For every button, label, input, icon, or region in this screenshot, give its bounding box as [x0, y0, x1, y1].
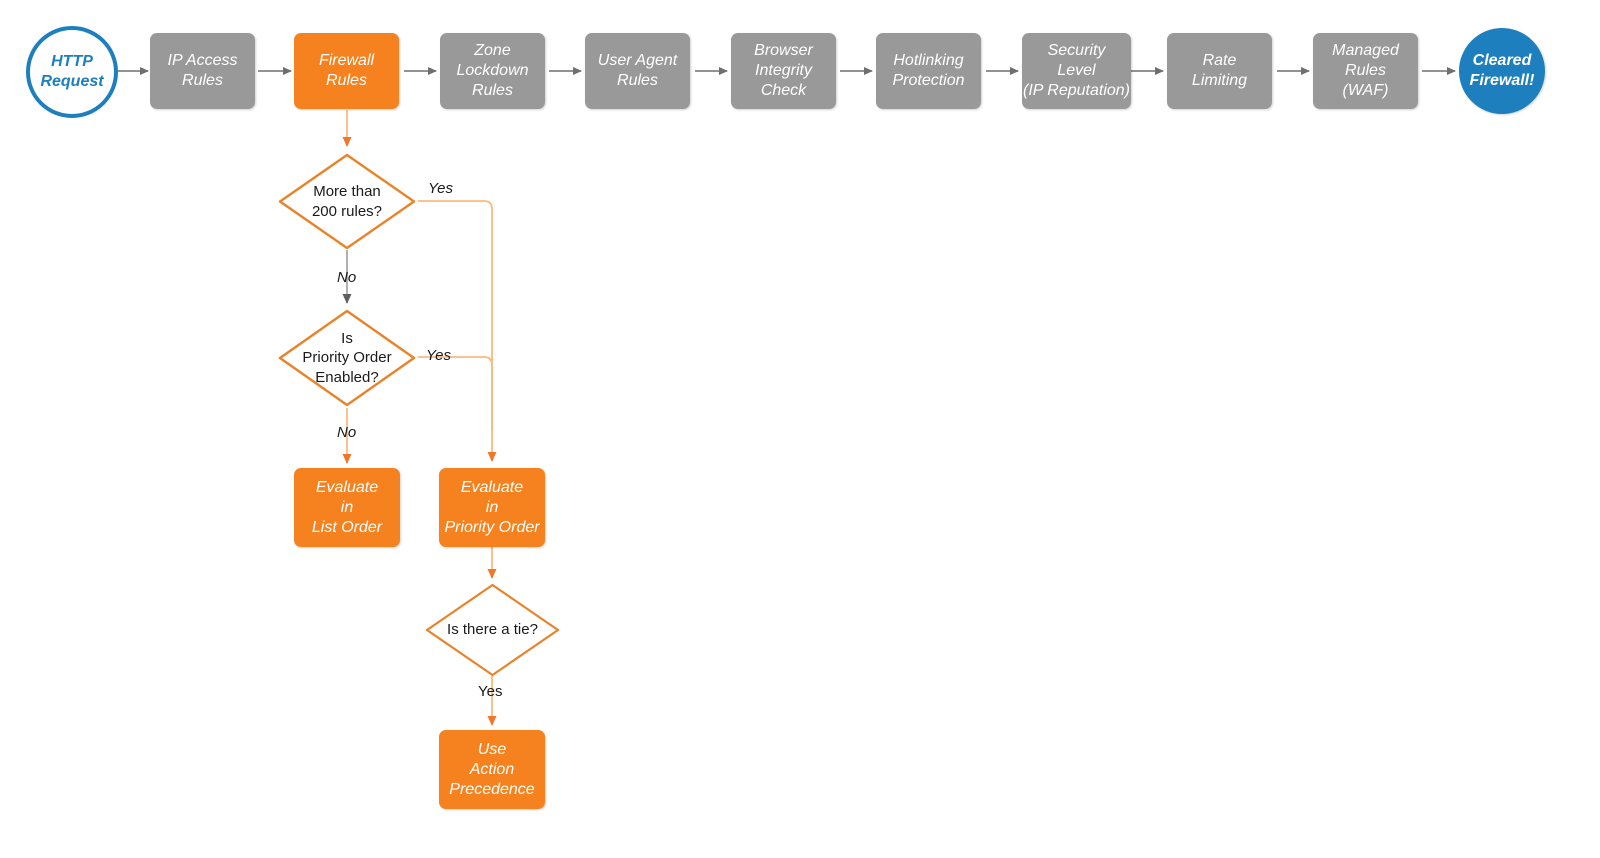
edge-decision2-yes: [418, 356, 493, 430]
decision-label: More than 200 rules?: [311, 183, 383, 220]
node-zone-lockdown-rules[interactable]: Zone Lockdown Rules: [440, 33, 545, 109]
node-managed-rules-waf[interactable]: Managed Rules (WAF): [1313, 33, 1418, 109]
diamond-shape-icon: [425, 583, 560, 677]
node-is-priority-order-enabled[interactable]: Is Priority Order Enabled?: [277, 308, 417, 408]
decision-label: Is Priority Order Enabled?: [302, 329, 392, 386]
edge-label-more-rules-yes: Yes: [428, 180, 454, 197]
node-evaluate-in-list-order[interactable]: Evaluate in List Order: [294, 468, 400, 547]
node-cleared-firewall[interactable]: Cleared Firewall!: [1459, 28, 1545, 114]
node-evaluate-in-priority-order[interactable]: Evaluate in Priority Order: [439, 468, 545, 547]
edge-label-priority-yes: Yes: [426, 347, 452, 364]
node-firewall-rules[interactable]: Firewall Rules: [294, 33, 399, 109]
diamond-shape-icon: [278, 309, 416, 407]
decision-label: Is there a tie?: [447, 621, 538, 639]
node-browser-integrity-check[interactable]: Browser Integrity Check: [731, 33, 836, 109]
edge-label-tie-yes: Yes: [478, 683, 503, 700]
edge-decision1-yes: [418, 200, 497, 462]
node-security-level[interactable]: Security Level (IP Reputation): [1022, 33, 1131, 109]
node-hotlinking-protection[interactable]: Hotlinking Protection: [876, 33, 981, 109]
node-rate-limiting[interactable]: Rate Limiting: [1167, 33, 1272, 109]
node-http-request[interactable]: HTTP Request: [26, 26, 118, 118]
diamond-shape-icon: [278, 153, 416, 250]
edge-label-more-rules-no: No: [337, 269, 357, 286]
node-is-there-a-tie[interactable]: Is there a tie?: [424, 582, 561, 678]
node-user-agent-rules[interactable]: User Agent Rules: [585, 33, 690, 109]
node-use-action-precedence[interactable]: Use Action Precedence: [439, 730, 545, 809]
edge-label-priority-no: No: [337, 424, 357, 441]
node-more-than-200-rules[interactable]: More than 200 rules?: [277, 152, 417, 251]
node-ip-access-rules[interactable]: IP Access Rules: [150, 33, 255, 109]
